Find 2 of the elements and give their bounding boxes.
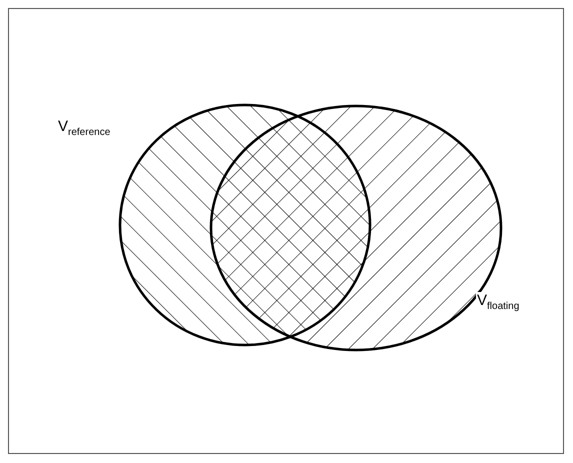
set-label: V$_{reference}$	[57, 118, 112, 138]
set-label: V$_{floating}$	[476, 292, 520, 312]
